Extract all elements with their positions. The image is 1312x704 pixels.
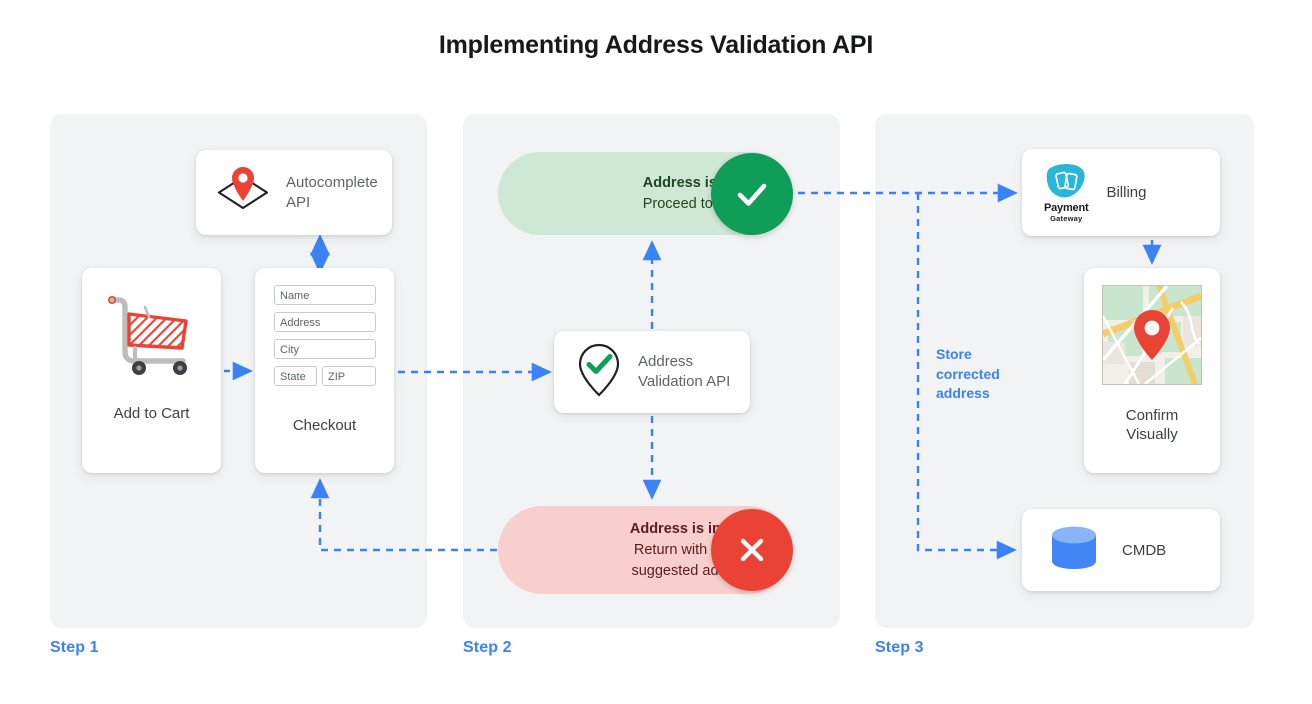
autocomplete-api-card[interactable]: Autocomplete API bbox=[196, 150, 392, 235]
page-title: Implementing Address Validation API bbox=[438, 31, 874, 59]
step-label-2: Step 2 bbox=[463, 639, 512, 656]
step-label-1: Step 1 bbox=[50, 639, 99, 656]
store-note-line2: corrected bbox=[936, 365, 1000, 382]
add-to-cart-card[interactable]: Add to Cart bbox=[82, 268, 221, 473]
store-corrected-address-note: Store corrected address bbox=[936, 345, 1036, 404]
map-thumbnail-icon bbox=[1102, 285, 1202, 385]
payment-gateway-sub: Gateway bbox=[1050, 214, 1083, 223]
autocomplete-api-label: Autocomplete API bbox=[286, 173, 378, 213]
close-icon bbox=[711, 509, 793, 591]
zip-field[interactable]: ZIP bbox=[322, 366, 376, 386]
cmdb-card[interactable]: CMDB bbox=[1022, 509, 1220, 591]
cmdb-label: CMDB bbox=[1122, 541, 1167, 559]
address-validation-api-card[interactable]: Address Validation API bbox=[554, 331, 750, 413]
confirm-visually-label: Confirm Visually bbox=[1126, 406, 1179, 444]
map-pin-check-icon bbox=[574, 341, 624, 404]
validation-line2: Validation API bbox=[638, 373, 731, 390]
map-pin-diamond-icon bbox=[212, 161, 274, 224]
confirm-visually-card[interactable]: Confirm Visually bbox=[1084, 268, 1220, 473]
autocomplete-line2: API bbox=[286, 193, 311, 211]
checkout-card[interactable]: Name Address City State ZIP Checkout bbox=[255, 268, 394, 473]
checkout-label: Checkout bbox=[292, 417, 357, 434]
billing-label: Billing bbox=[1106, 184, 1147, 201]
payment-gateway-icon: Payment Gateway bbox=[1044, 162, 1089, 223]
city-field[interactable]: City bbox=[274, 339, 376, 359]
address-field[interactable]: Address bbox=[274, 312, 376, 332]
confirm-line2: Visually bbox=[1126, 426, 1178, 443]
name-field[interactable]: Name bbox=[274, 285, 376, 305]
billing-card[interactable]: Payment Gateway Billing bbox=[1022, 149, 1220, 236]
step-label-3: Step 3 bbox=[875, 639, 924, 656]
check-icon bbox=[711, 153, 793, 235]
state-field[interactable]: State bbox=[274, 366, 317, 386]
database-icon bbox=[1048, 523, 1100, 578]
store-note-line1: Store bbox=[936, 346, 972, 362]
validation-line1: Address bbox=[638, 353, 694, 370]
shopping-cart-icon bbox=[104, 290, 200, 383]
store-note-line3: address bbox=[936, 385, 990, 401]
add-to-cart-label: Add to Cart bbox=[113, 405, 190, 422]
address-validation-api-label: Address Validation API bbox=[638, 352, 730, 392]
payment-gateway-name: Payment bbox=[1044, 202, 1089, 214]
confirm-line1: Confirm bbox=[1125, 407, 1179, 424]
autocomplete-line1: Autocomplete bbox=[286, 173, 378, 191]
